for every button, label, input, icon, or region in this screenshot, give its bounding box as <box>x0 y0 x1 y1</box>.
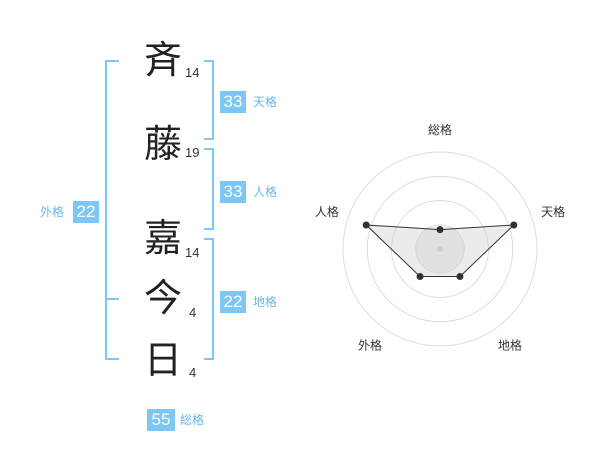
name-char-2: 藤 <box>143 122 182 166</box>
gaikaku-bracket <box>105 60 119 360</box>
gaikaku-label: 外格 <box>40 205 65 219</box>
radar-ring <box>342 151 538 347</box>
radar-point <box>416 272 424 280</box>
chikaku-badge: 22 <box>220 291 246 313</box>
radar-axis-label: 天格 <box>541 204 565 219</box>
jinkaku-badge: 33 <box>220 181 246 203</box>
radar-ring <box>366 175 514 323</box>
chikaku-label: 地格 <box>253 295 278 309</box>
stroke-count-5: 4 <box>189 365 197 380</box>
jinkaku-label: 人格 <box>253 185 278 199</box>
gaikaku-badge: 22 <box>73 201 99 223</box>
radar-center <box>437 246 443 252</box>
stroke-count-2: 19 <box>185 145 200 160</box>
gaikaku-bracket-tick <box>105 298 119 300</box>
radar-point <box>362 221 370 229</box>
name-char-3: 嘉 <box>143 216 182 260</box>
name-char-1: 斉 <box>143 38 182 82</box>
name-char-5: 日 <box>143 338 182 382</box>
tenkaku-bracket <box>204 60 214 140</box>
radar-axis-label: 地格 <box>498 337 522 352</box>
stroke-count-3: 14 <box>185 245 200 260</box>
soukaku-badge: 55 <box>147 409 175 431</box>
radar-point <box>510 221 518 229</box>
name-char-4: 今 <box>143 276 182 320</box>
radar-axis-label: 人格 <box>315 204 339 219</box>
tenkaku-label: 天格 <box>253 95 278 109</box>
radar-axis-label: 外格 <box>358 337 382 352</box>
soukaku-label: 総格 <box>180 413 205 427</box>
chikaku-bracket <box>204 238 214 360</box>
jinkaku-bracket <box>204 148 214 230</box>
stroke-count-4: 4 <box>189 305 197 320</box>
tenkaku-badge: 33 <box>220 91 246 113</box>
radar-point <box>436 226 444 234</box>
radar-point <box>456 272 464 280</box>
stroke-count-1: 14 <box>185 65 200 80</box>
radar-axis-label: 総格 <box>428 122 452 137</box>
